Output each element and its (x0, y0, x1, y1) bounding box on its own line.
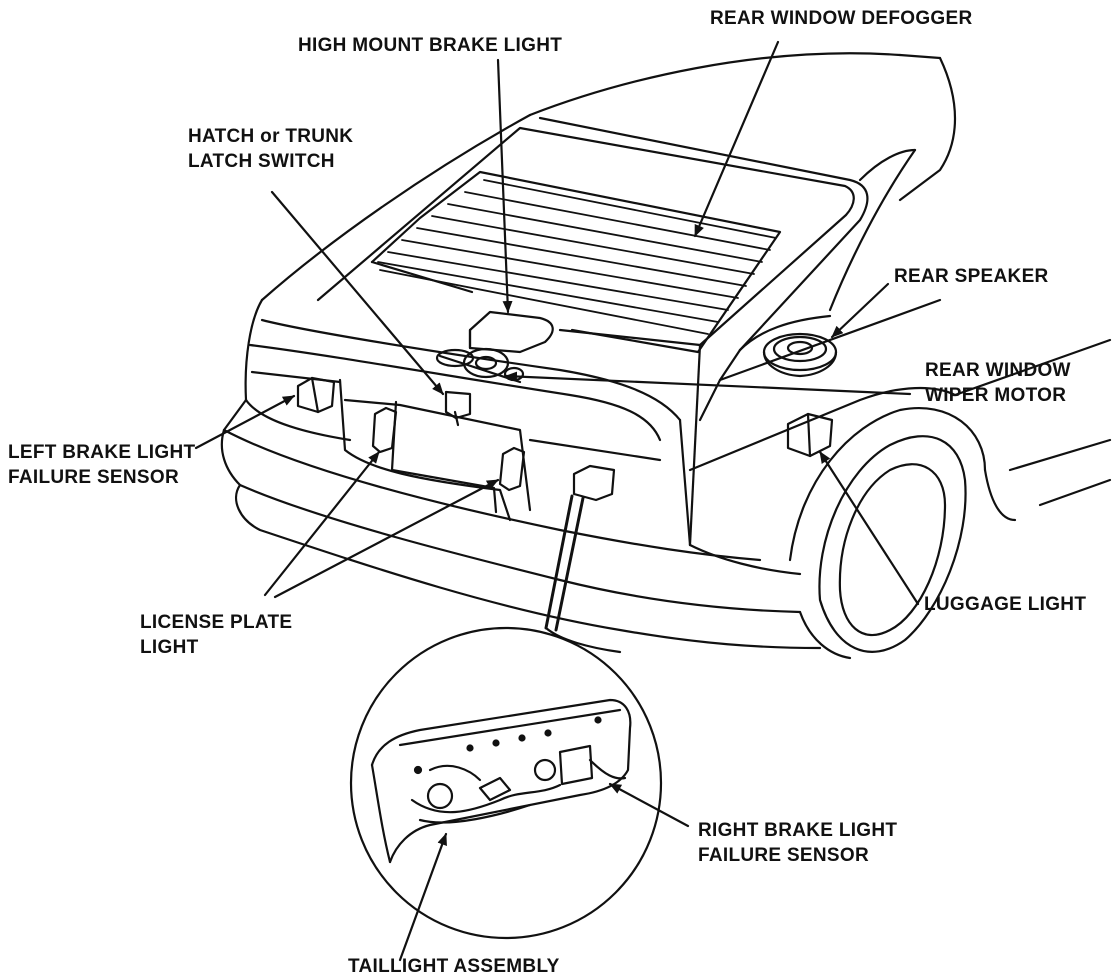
label-high-mount-brake-light: HIGH MOUNT BRAKE LIGHT (298, 33, 562, 58)
label-line: RIGHT BRAKE LIGHT (698, 820, 898, 841)
leader-lines (194, 40, 920, 962)
label-line: LUGGAGE LIGHT (924, 594, 1087, 615)
label-luggage-light: LUGGAGE LIGHT (924, 592, 1086, 617)
label-line: LICENSE PLATE (140, 612, 293, 633)
label-line: FAILURE SENSOR (698, 845, 869, 866)
label-rear-window-defogger: REAR WINDOW DEFOGGER (710, 6, 973, 31)
label-line: REAR SPEAKER (894, 266, 1049, 287)
label-line: HIGH MOUNT BRAKE LIGHT (298, 35, 563, 56)
car-body (220, 52, 1112, 660)
label-line: REAR WINDOW (925, 360, 1071, 381)
label-line: FAILURE SENSOR (8, 467, 179, 488)
label-rear-window-wiper-motor: REAR WINDOW WIPER MOTOR (925, 358, 1071, 408)
label-line: HATCH or TRUNK (188, 126, 354, 147)
label-license-plate-light: LICENSE PLATE LIGHT (140, 610, 292, 660)
label-line: LEFT BRAKE LIGHT (8, 442, 196, 463)
label-line: LATCH SWITCH (188, 151, 335, 172)
label-line: REAR WINDOW DEFOGGER (710, 8, 973, 29)
label-hatch-latch-switch: HATCH or TRUNK LATCH SWITCH (188, 124, 353, 174)
label-left-brake-light-sensor: LEFT BRAKE LIGHT FAILURE SENSOR (8, 440, 195, 490)
label-line: WIPER MOTOR (925, 385, 1067, 406)
label-taillight-assembly: TAILLIGHT ASSEMBLY (348, 954, 560, 979)
label-line: LIGHT (140, 637, 199, 658)
label-line: TAILLIGHT ASSEMBLY (348, 956, 560, 977)
label-right-brake-light-sensor: RIGHT BRAKE LIGHT FAILURE SENSOR (698, 818, 897, 868)
taillight-inset (349, 494, 663, 940)
label-rear-speaker: REAR SPEAKER (894, 264, 1049, 289)
